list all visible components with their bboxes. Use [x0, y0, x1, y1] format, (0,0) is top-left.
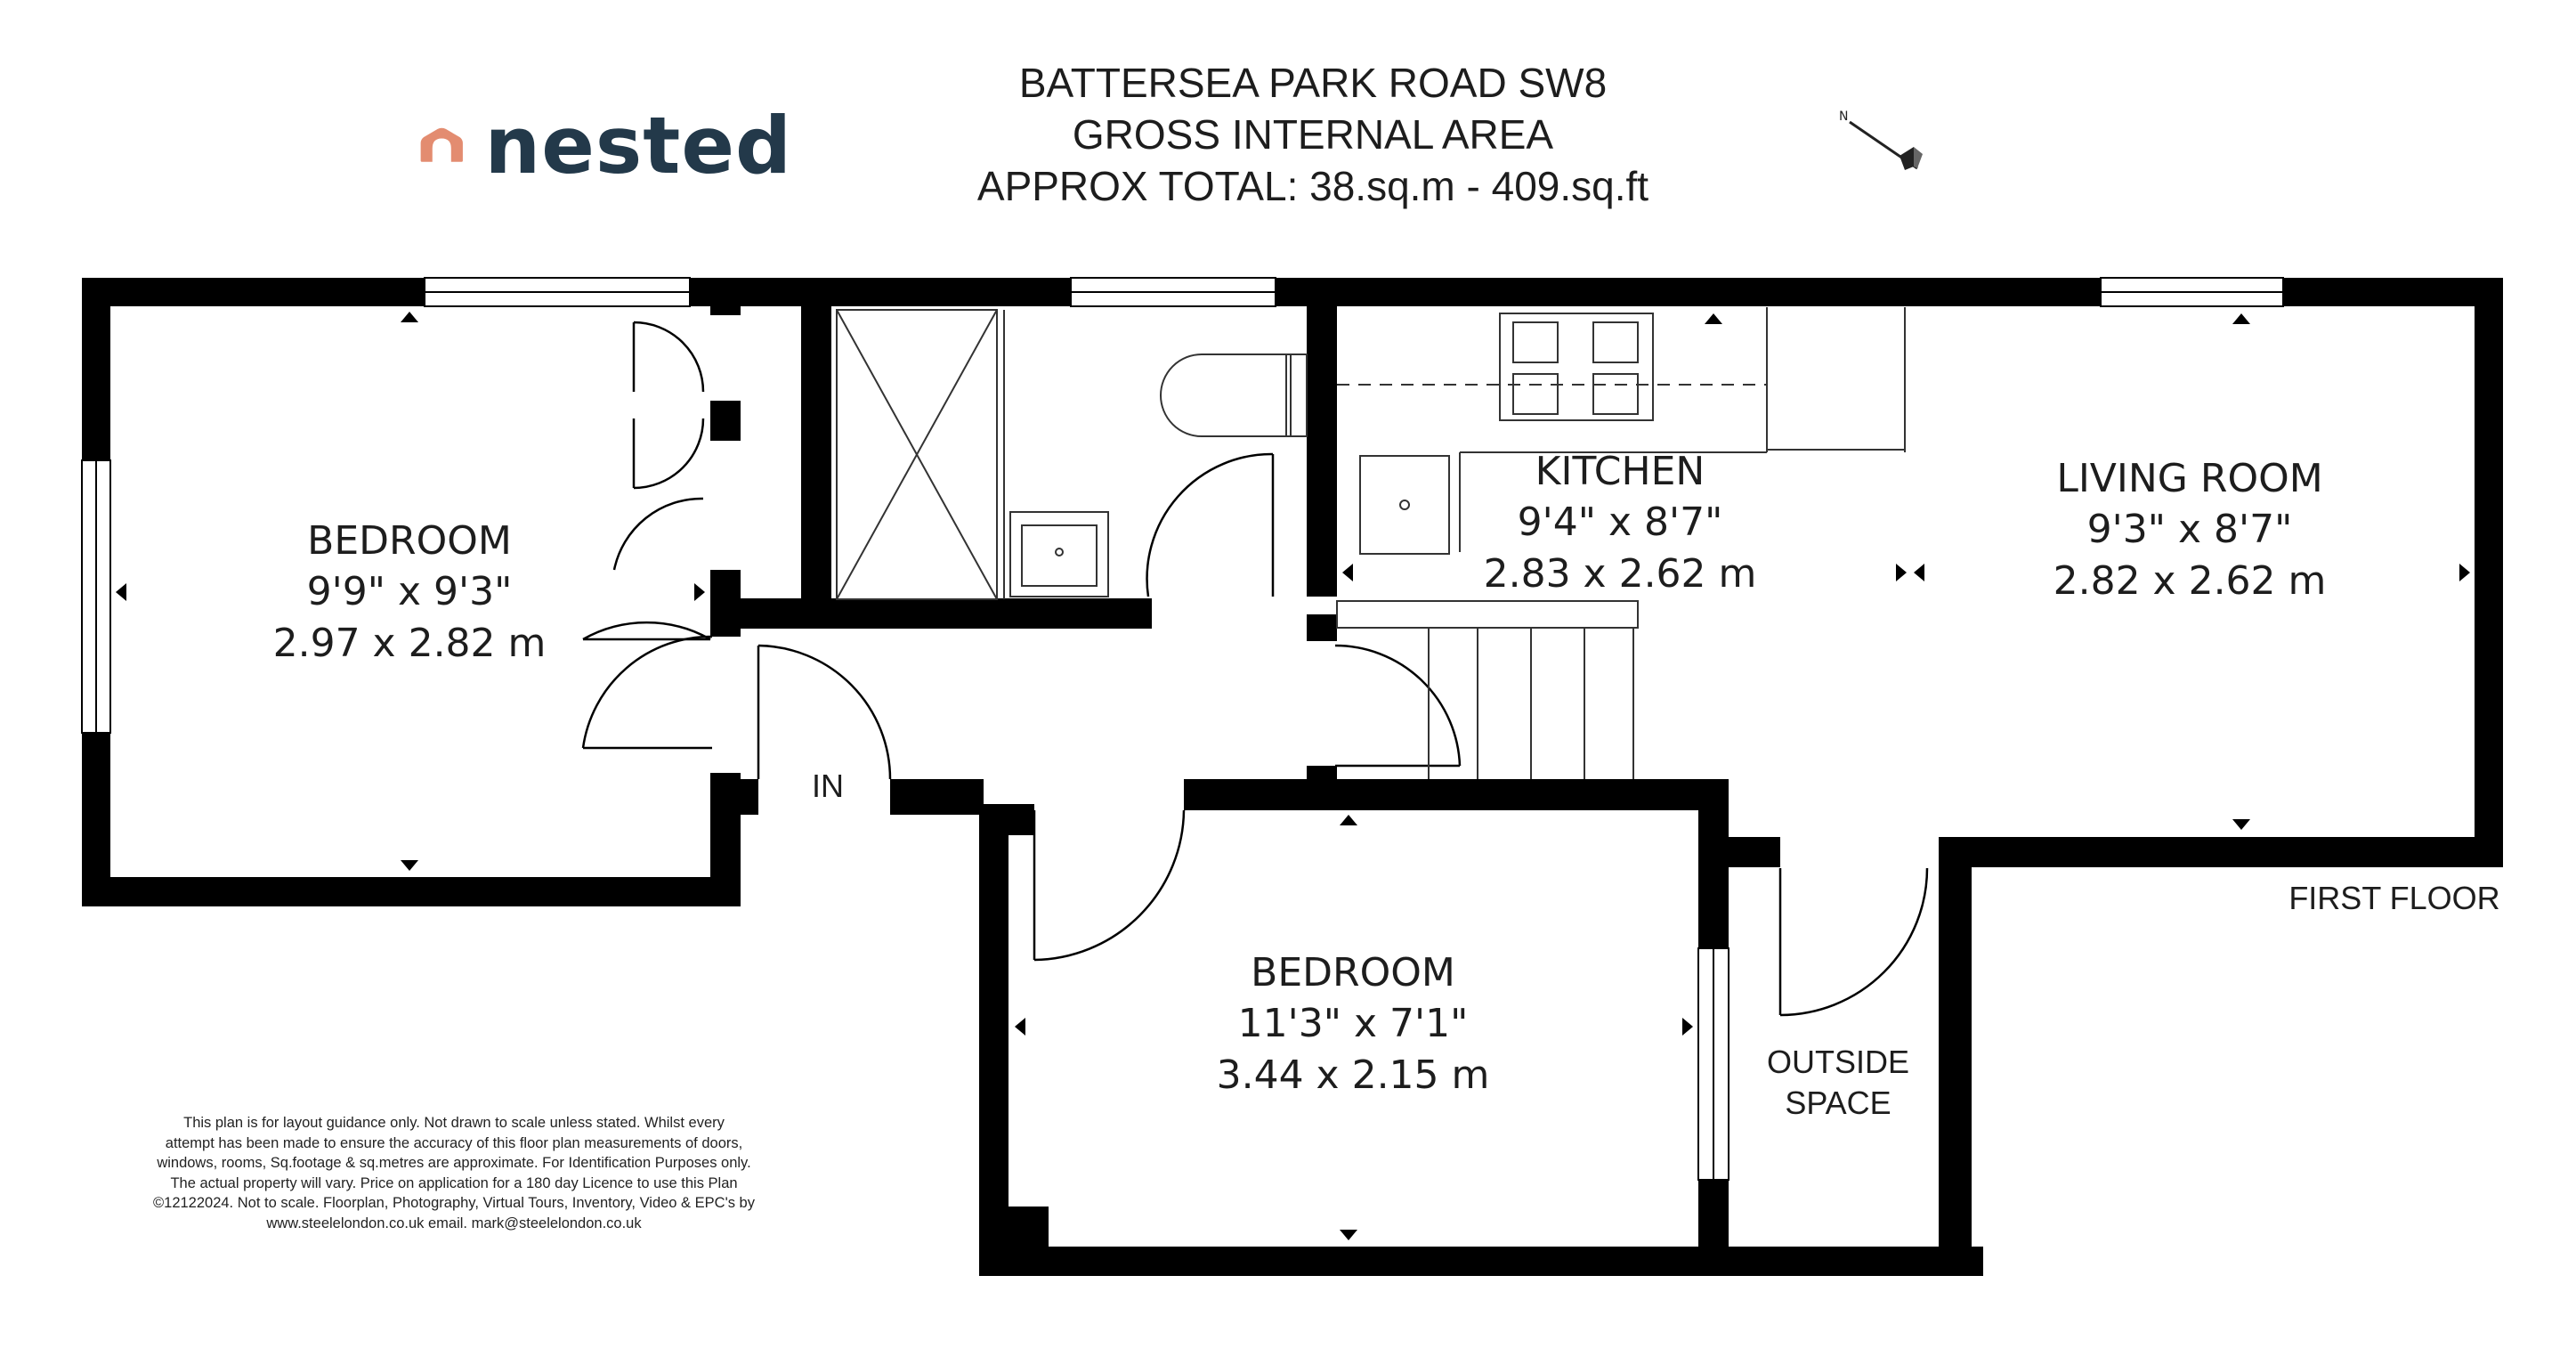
doors: [581, 321, 1929, 1017]
walls: [82, 278, 2503, 1276]
disclaimer-line: ©12122024. Not to scale. Floorplan, Phot…: [152, 1195, 755, 1211]
disclaimer-line: The actual property will vary. Price on …: [170, 1174, 738, 1191]
room-metric: 2.82 x 2.62 m: [2053, 558, 2327, 604]
disclaimer: This plan is for layout guidance only. N…: [134, 1113, 774, 1233]
brand-logo: nested: [418, 87, 792, 203]
title-area-label: GROSS INTERNAL AREA: [1072, 111, 1554, 158]
entrance-label: IN: [812, 768, 844, 804]
room-imperial: 9'9" x 9'3": [306, 569, 513, 614]
brand-name: nested: [484, 99, 792, 191]
disclaimer-line: www.steelelondon.co.uk email. mark@steel…: [266, 1215, 642, 1231]
fixtures: [836, 307, 1906, 779]
house-logo-icon: [420, 127, 463, 162]
room-metric: 3.44 x 2.15 m: [1216, 1052, 1490, 1098]
disclaimer-line: This plan is for layout guidance only. N…: [183, 1115, 725, 1131]
title-area-total: APPROX TOTAL: 38.sq.m - 409.sq.ft: [976, 163, 1649, 209]
room-bedroom-1: BEDROOM 9'9" x 9'3" 2.97 x 2.82 m: [223, 516, 596, 670]
compass-north-label: N: [1839, 110, 1848, 124]
title-address: BATTERSEA PARK ROAD SW8: [1018, 60, 1608, 106]
room-imperial: 9'3" x 8'7": [2086, 507, 2293, 552]
outside-line-1: OUTSIDE: [1766, 1044, 1909, 1080]
room-bedroom-2: BEDROOM 11'3" x 7'1" 3.44 x 2.15 m: [1166, 948, 1540, 1101]
disclaimer-line: attempt has been made to ensure the accu…: [165, 1134, 743, 1151]
disclaimer-line: windows, rooms, Sq.footage & sq.metres a…: [157, 1155, 751, 1171]
windows: [81, 277, 2284, 1181]
compass-icon: N: [1839, 110, 1923, 170]
room-imperial: 11'3" x 7'1": [1237, 1001, 1469, 1046]
floor-label: FIRST FLOOR: [2288, 880, 2500, 916]
room-name: KITCHEN: [1535, 449, 1705, 494]
room-name: LIVING ROOM: [2056, 456, 2323, 501]
outside-space-label: OUTSIDE SPACE: [1740, 1042, 1936, 1124]
room-metric: 2.97 x 2.82 m: [272, 621, 547, 666]
room-imperial: 9'4" x 8'7": [1517, 500, 1723, 545]
room-name: BEDROOM: [307, 518, 512, 564]
room-metric: 2.83 x 2.62 m: [1483, 551, 1757, 597]
room-living: LIVING ROOM 9'3" x 8'7" 2.82 x 2.62 m: [2003, 454, 2377, 607]
plan-title: BATTERSEA PARK ROAD SW8 GROSS INTERNAL A…: [890, 57, 1736, 212]
outside-line-2: SPACE: [1785, 1085, 1891, 1121]
room-name: BEDROOM: [1251, 950, 1455, 995]
dimension-markers: [116, 312, 2470, 1240]
room-kitchen: KITCHEN 9'4" x 8'7" 2.83 x 2.62 m: [1433, 447, 1807, 600]
